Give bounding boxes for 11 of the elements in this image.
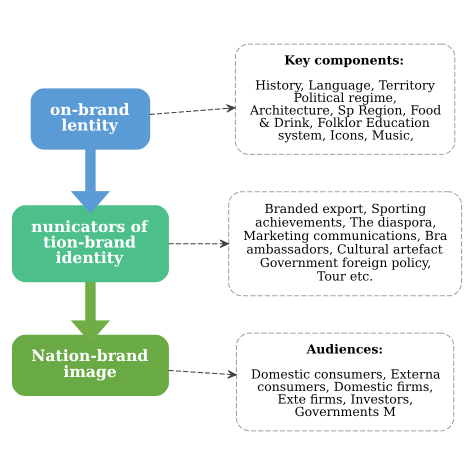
arrow: [70, 281, 110, 342]
arrow: [150, 104, 236, 114]
arrow: [168, 369, 237, 378]
arrow: [168, 238, 229, 248]
node-box: Key components: History, Language, Territory Political regime, Architecture, Sp Region, Food & Drink, Folklor Education system, Icons, Music,: [234, 43, 456, 154]
node-box: Branded export, Sporting achievements, The diaspora, Marketing communications, Bra ambassadors, Cultural artefact Government foreign policy, Tour etc.: [228, 190, 462, 296]
node-box: Nation-brand image: [12, 334, 169, 396]
node-box: on-brand lentity: [30, 88, 150, 150]
arrow: [70, 148, 110, 214]
node-box: nunicators of tion-brand identity: [12, 204, 169, 282]
node-box: Audiences: Domestic consumers, Externa consumers, Domestic firms, Exte firms, Investors, Governments M: [236, 332, 454, 431]
